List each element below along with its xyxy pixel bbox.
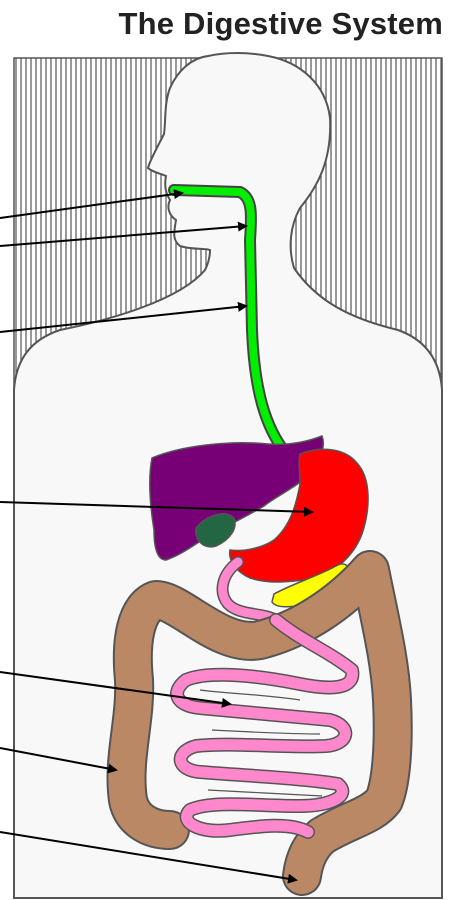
digestive-system-diagram bbox=[0, 0, 453, 900]
